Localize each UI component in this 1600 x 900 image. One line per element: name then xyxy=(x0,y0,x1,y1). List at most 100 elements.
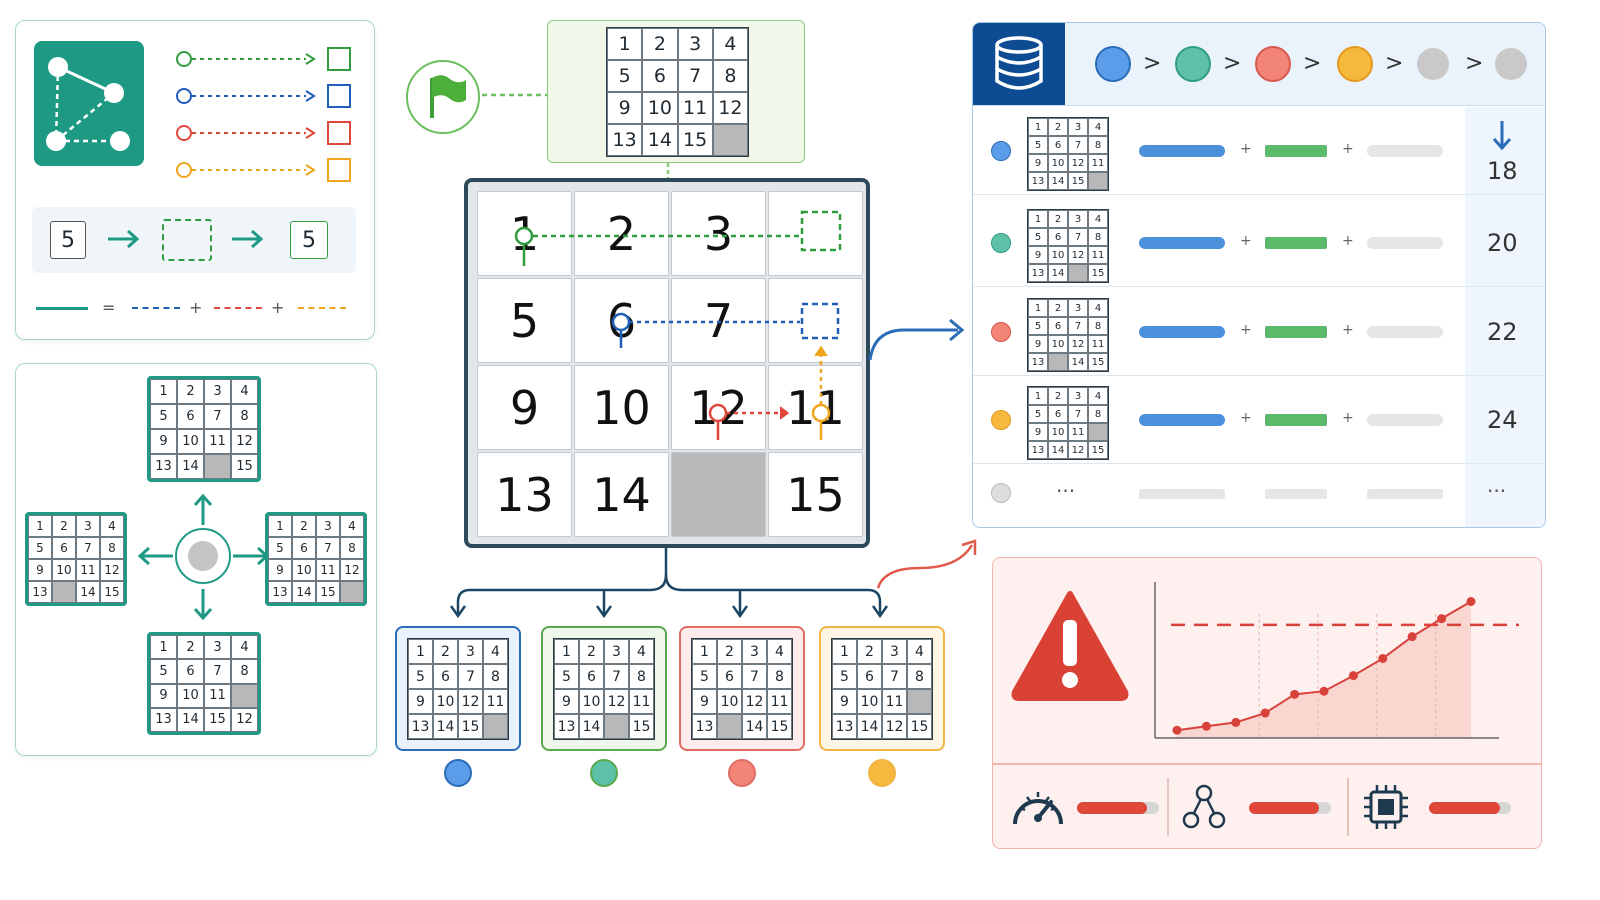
grid-cell: 2 xyxy=(642,28,678,60)
more-label: ··· xyxy=(1056,479,1076,503)
data-point xyxy=(1348,671,1358,681)
grid-cell: 2 xyxy=(177,635,204,660)
board-tile[interactable]: 2 xyxy=(574,191,669,276)
equals-sign: = xyxy=(102,298,116,317)
board-tile[interactable]: 15 xyxy=(768,452,863,537)
board-tile[interactable]: 10 xyxy=(574,365,669,450)
grid-cell: 1 xyxy=(268,515,292,537)
board-slot[interactable] xyxy=(768,278,863,363)
grid-cell: 6 xyxy=(642,60,678,92)
grid-cell: 15 xyxy=(907,714,932,739)
blank-cell xyxy=(907,689,932,714)
grid-cell: 9 xyxy=(1028,246,1048,264)
grid-cell: 13 xyxy=(1028,441,1048,459)
child-state-marker xyxy=(444,759,472,787)
h-cost-bar xyxy=(1265,237,1327,249)
grid-cell: 5 xyxy=(268,537,292,559)
plus-sign: + xyxy=(189,298,203,317)
grid-cell: 15 xyxy=(677,124,713,156)
grid-cell: 2 xyxy=(857,639,882,664)
grid-cell: 6 xyxy=(1048,405,1068,423)
grid-cell: 12 xyxy=(231,707,258,732)
grid-cell: 14 xyxy=(292,581,316,603)
grid-cell: 12 xyxy=(458,689,483,714)
grid-cell: 8 xyxy=(907,664,932,689)
grid-cell: 14 xyxy=(1048,264,1068,282)
blank-cell xyxy=(340,581,364,603)
board-slot[interactable] xyxy=(768,191,863,276)
grid-cell: 1 xyxy=(692,639,717,664)
board-tile[interactable]: 5 xyxy=(477,278,572,363)
meter-divider xyxy=(1347,778,1349,836)
grid-cell: 7 xyxy=(458,664,483,689)
state-marker xyxy=(991,141,1011,161)
grid-cell: 9 xyxy=(832,689,857,714)
board-tile[interactable]: 6 xyxy=(574,278,669,363)
board-tile[interactable]: 11 xyxy=(768,365,863,450)
grid-cell: 6 xyxy=(177,404,204,429)
grid-cell: 8 xyxy=(231,659,258,684)
heuristic-paths xyxy=(514,210,842,440)
board-tile[interactable]: 9 xyxy=(477,365,572,450)
warning-icon xyxy=(1011,591,1129,701)
g-cost-bar xyxy=(1139,414,1225,426)
grid-cell: 10 xyxy=(857,689,882,714)
grid-cell: 10 xyxy=(579,689,604,714)
usage-meter xyxy=(1077,802,1159,814)
arrow-right-icon xyxy=(108,229,140,249)
path-node xyxy=(1337,46,1373,82)
board-slot[interactable] xyxy=(671,452,766,537)
main-puzzle-board: 1235679101211131415 xyxy=(464,178,870,548)
grid-cell: 2 xyxy=(1048,387,1068,405)
grid-cell: 3 xyxy=(882,639,907,664)
data-point xyxy=(1290,689,1300,699)
grid-cell: 15 xyxy=(458,714,483,739)
plus-sign: + xyxy=(271,298,285,317)
grid-cell: 8 xyxy=(100,537,124,559)
alert-divider xyxy=(993,763,1541,765)
heuristic-equation: = + + xyxy=(36,296,356,320)
f-cost-value: 20 xyxy=(1487,229,1518,257)
board-tile[interactable]: 14 xyxy=(574,452,669,537)
path-separator: > xyxy=(1223,51,1242,76)
grid-cell: 12 xyxy=(340,559,364,581)
board-tile[interactable]: 3 xyxy=(671,191,766,276)
blank-cell xyxy=(231,683,258,708)
grid-cell: 5 xyxy=(607,60,643,92)
grid-cell: 5 xyxy=(28,537,52,559)
board-tile[interactable]: 7 xyxy=(671,278,766,363)
grid-cell: 11 xyxy=(629,689,654,714)
grid-cell: 1 xyxy=(408,639,433,664)
grid-cell: 12 xyxy=(1068,335,1088,353)
path-separator: > xyxy=(1385,51,1404,76)
data-point xyxy=(1260,708,1270,718)
grid-cell: 9 xyxy=(607,92,643,124)
grid-cell: 2 xyxy=(579,639,604,664)
grid-cell: 1 xyxy=(150,379,177,404)
grid-cell: 14 xyxy=(1048,172,1068,190)
grid-cell: 13 xyxy=(1028,353,1048,371)
blank-cell xyxy=(604,714,629,739)
grid-cell: 10 xyxy=(642,92,678,124)
grid-cell: 4 xyxy=(907,639,932,664)
move-arrows-icon xyxy=(137,493,270,621)
tile-move-example: 5 5 xyxy=(32,207,356,273)
grid-cell: 13 xyxy=(692,714,717,739)
grid-cell: 14 xyxy=(742,714,767,739)
board-tile[interactable]: 13 xyxy=(477,452,572,537)
grid-cell: 10 xyxy=(1048,335,1068,353)
grid-cell: 5 xyxy=(150,659,177,684)
